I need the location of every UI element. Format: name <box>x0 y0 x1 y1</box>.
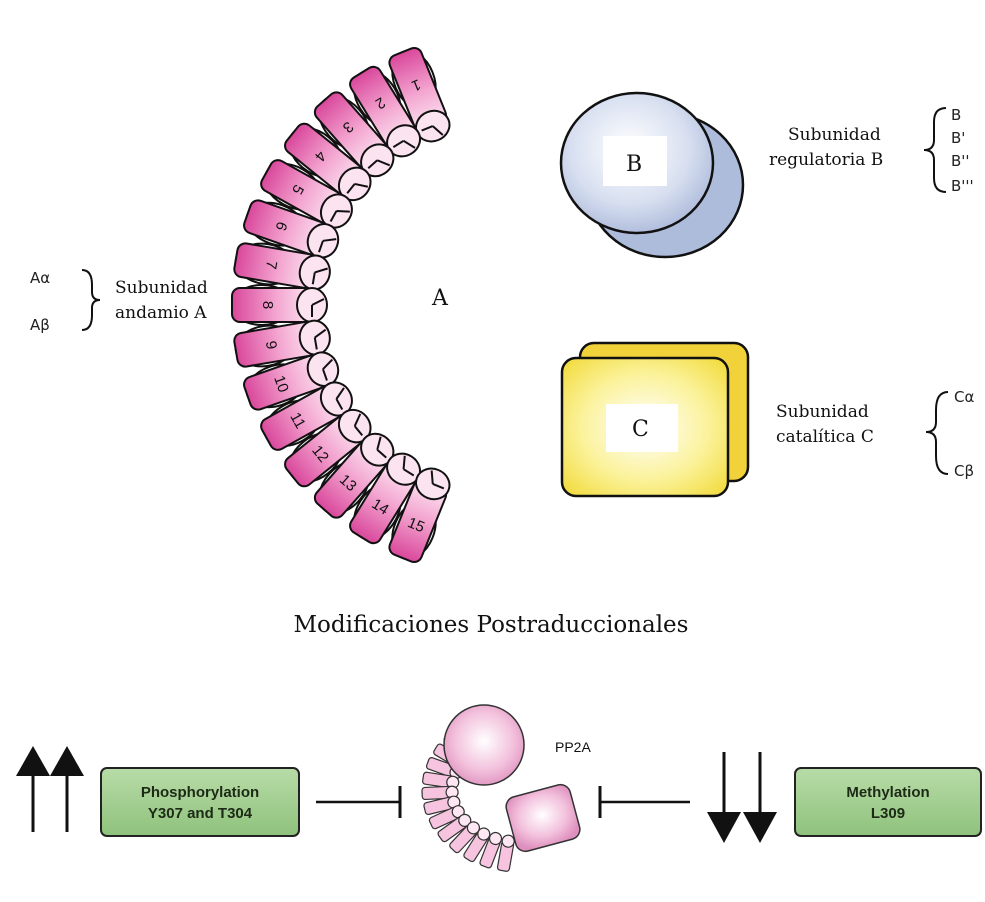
regulatory-subunit-b <box>561 93 743 257</box>
methylation-label: Methylation <box>846 784 929 801</box>
subunit-b-letter: B <box>626 152 642 177</box>
phosphorylation-inhibition-icon <box>316 786 400 818</box>
phosphorylation-box <box>101 768 299 836</box>
b-isoform-4: B''' <box>951 177 974 195</box>
c-isoform-brace <box>926 392 948 474</box>
subunit-c-letter: C <box>632 417 649 442</box>
c-beta-isoform: Cβ <box>954 462 974 480</box>
methylation-box <box>795 768 981 836</box>
scaffold-repeat: 8 <box>232 288 327 322</box>
phosphorylation-label: Phosphorylation <box>141 784 259 801</box>
b-isoform-2: B' <box>951 129 965 147</box>
subunit-a-letter: A <box>431 286 449 311</box>
subunit-b-label-line1: Subunidad <box>788 125 881 145</box>
scaffold-repeat-number: 8 <box>259 301 276 309</box>
a-isoform-brace <box>82 270 100 330</box>
methylation-site: L309 <box>871 805 905 822</box>
mini-c-subunit <box>504 782 582 853</box>
b-isoform-brace <box>924 108 946 192</box>
section-title: Modificaciones Postraduccionales <box>294 612 689 638</box>
b-isoform-3: B'' <box>951 152 970 170</box>
b-isoform-1: B <box>951 106 961 124</box>
increase-arrows-icon <box>16 746 84 832</box>
phosphorylation-sites: Y307 and T304 <box>148 805 253 822</box>
methylation-inhibition-icon <box>600 786 690 818</box>
subunit-c-label-line1: Subunidad <box>776 402 869 422</box>
subunit-c-label-line2: catalítica C <box>776 427 874 447</box>
a-alpha-isoform: Aα <box>30 269 50 287</box>
pp2a-label: PP2A <box>555 739 591 755</box>
c-alpha-isoform: Cα <box>954 388 974 406</box>
decrease-arrows-icon <box>707 752 777 843</box>
catalytic-subunit-c <box>562 343 748 496</box>
pp2a-complex <box>422 705 582 872</box>
a-beta-isoform: Aβ <box>30 316 50 334</box>
subunit-a-label-line2: andamio A <box>115 303 207 323</box>
subunit-a-label-line1: Subunidad <box>115 278 208 298</box>
mini-b-subunit <box>444 705 524 785</box>
subunit-b-label-line2: regulatoria B <box>769 150 883 170</box>
